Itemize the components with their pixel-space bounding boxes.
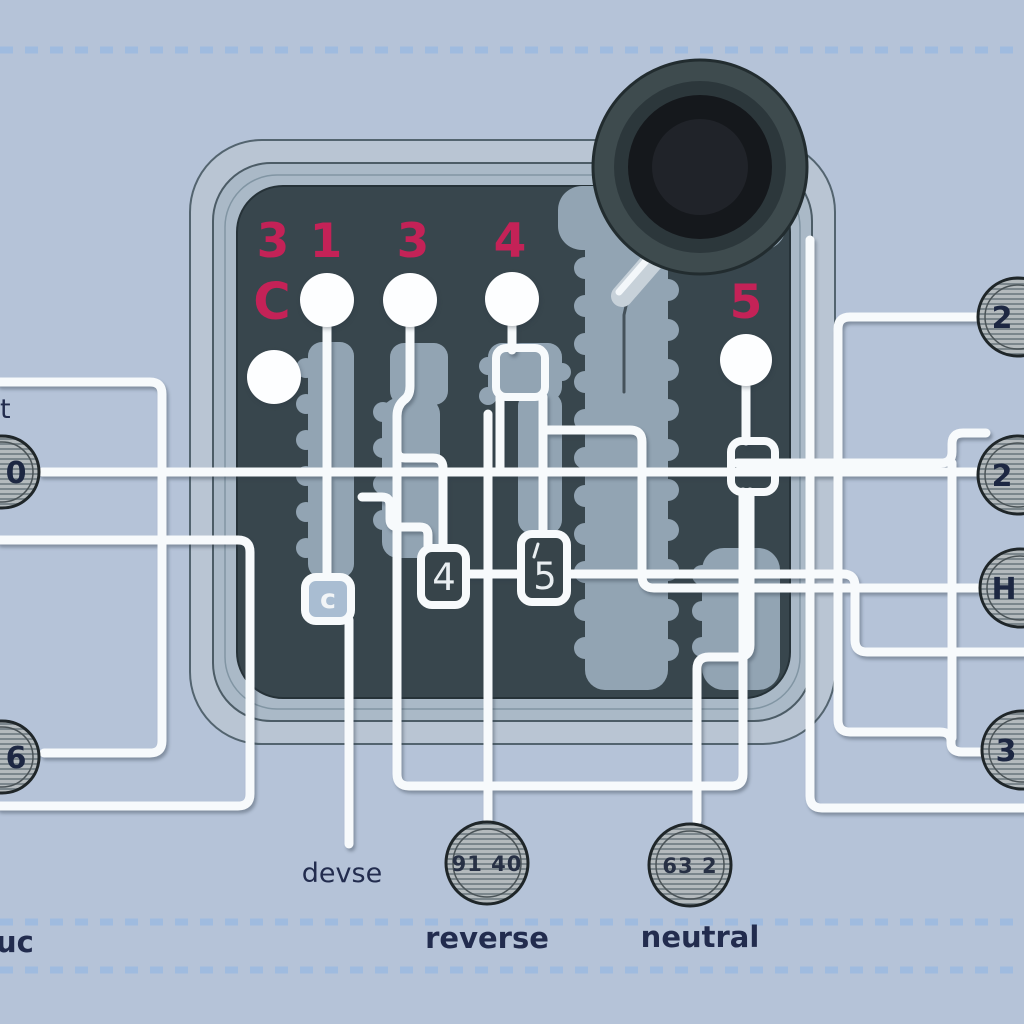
badge-right-2-label: 2 (992, 459, 1013, 494)
label-reverse: reverse (425, 921, 549, 955)
shift-knob (591, 58, 809, 276)
gate-box-5-label: 5 (533, 555, 557, 598)
label-uc: uc (0, 925, 34, 959)
gate-box-c (301, 573, 355, 625)
label-devse: devse (302, 858, 382, 889)
badge-right-3: 3 (980, 709, 1024, 791)
edge-badges: 0 6 2 2 H 3 (0, 276, 1024, 795)
coin-reverse-label: 91 40 (452, 852, 523, 876)
numeral-5: 5 (730, 275, 763, 330)
badge-left-0-label: 0 (6, 456, 27, 491)
gate-box-c-label: c (320, 584, 336, 615)
gate-bracket-outline (727, 437, 779, 496)
gate-box-5 (517, 530, 571, 606)
gate-box-4-label: 4 (432, 556, 456, 599)
badge-right-3-label: 3 (996, 734, 1017, 769)
gear-numerals: 3 1 3 4 C 5 (253, 214, 762, 332)
badge-left-6: 6 (0, 719, 41, 795)
numeral-1st: 3 (257, 214, 290, 269)
coin-neutral: 63 2 (647, 822, 733, 908)
badge-right-2: 2 (976, 434, 1024, 516)
numeral-2nd: 1 (310, 214, 343, 269)
badge-right-1-label: 2 (992, 301, 1013, 336)
badge-left-0: 0 (0, 434, 41, 510)
gate-box-outline (492, 344, 549, 401)
coin-neutral-label: 63 2 (662, 854, 717, 878)
badge-right-1: 2 (976, 276, 1024, 358)
badge-left-6-label: 6 (6, 741, 27, 776)
badge-right-h: H (978, 547, 1024, 629)
numeral-4th: 4 (494, 214, 527, 269)
label-t: t (0, 394, 11, 425)
numeral-3rd: 3 (397, 214, 430, 269)
gate-box-5-tick (532, 542, 540, 559)
numeral-c: C (253, 273, 290, 332)
console-bezel-line (224, 174, 801, 710)
coin-reverse: 91 40 (444, 820, 530, 906)
badge-right-h-label: H (991, 572, 1016, 607)
routing-wires (0, 235, 1024, 849)
gate-box-4 (417, 544, 470, 609)
label-neutral: neutral (641, 920, 760, 954)
bottom-coins: 91 40 63 2 (444, 820, 733, 908)
gear-position-dots (247, 272, 772, 404)
